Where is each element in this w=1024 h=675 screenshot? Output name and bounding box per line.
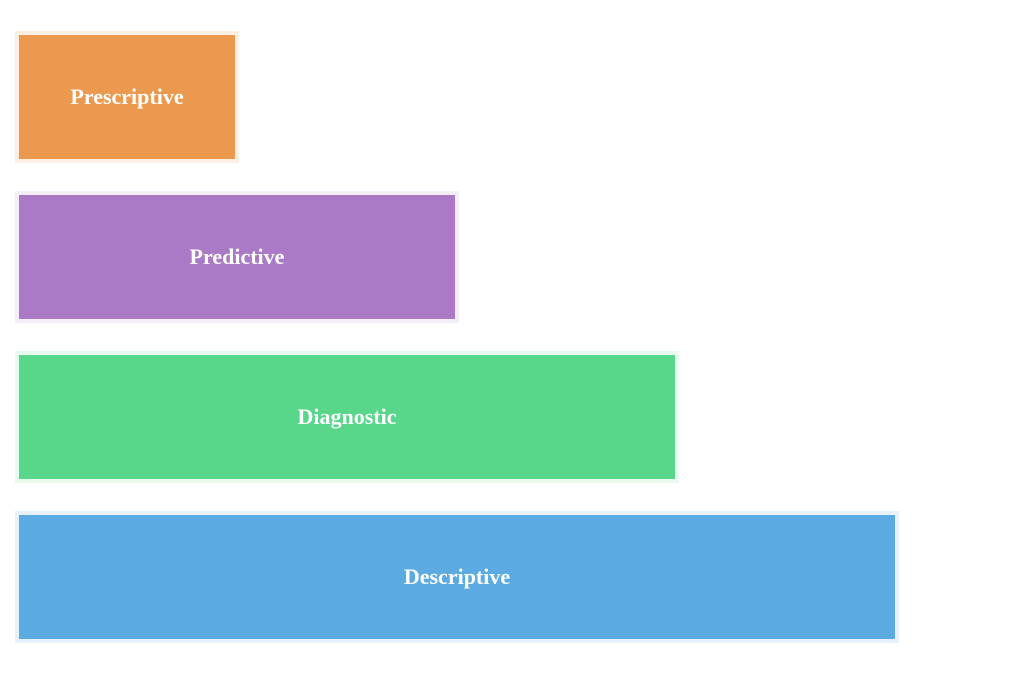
- bar-label-predictive: Predictive: [189, 244, 285, 269]
- bar-diagnostic: Diagnostic: [15, 351, 679, 483]
- bar-label-diagnostic: Diagnostic: [297, 404, 397, 429]
- bar-prescriptive: Prescriptive: [15, 31, 239, 163]
- bar-label-descriptive: Descriptive: [403, 564, 511, 589]
- bar-descriptive: Descriptive: [15, 511, 899, 643]
- bar-predictive: Predictive: [15, 191, 459, 323]
- bar-label-prescriptive: Prescriptive: [70, 84, 184, 109]
